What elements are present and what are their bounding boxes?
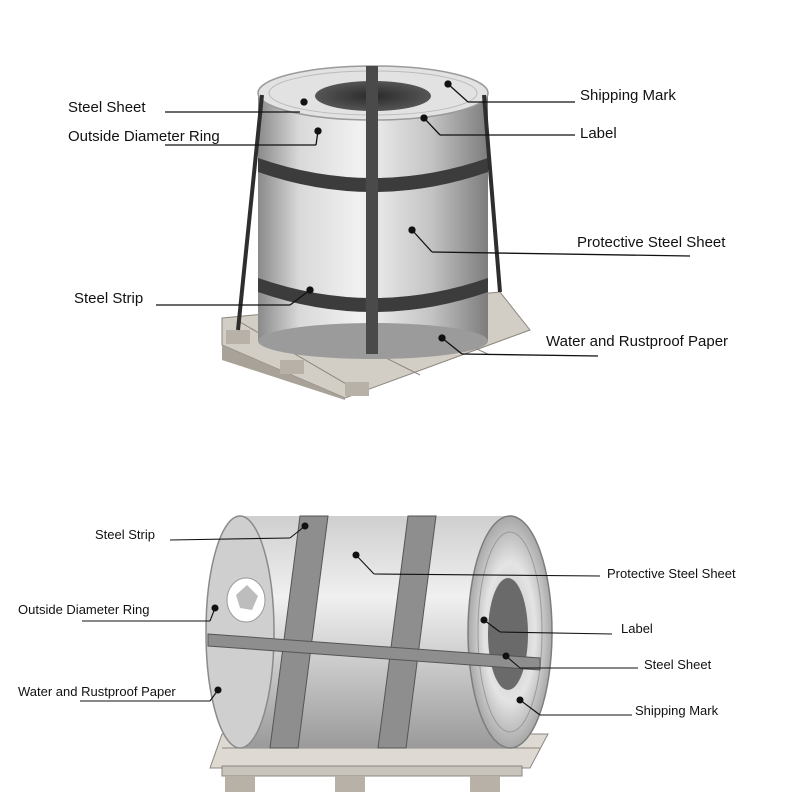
pointer-dot	[445, 81, 451, 87]
bottom-label-shipping-mark: Shipping Mark	[635, 703, 718, 718]
pointer-dot	[421, 115, 427, 121]
top-label-water-rustproof-paper: Water and Rustproof Paper	[546, 333, 728, 350]
pointer-dot	[301, 99, 307, 105]
top-label-outside-diameter-ring: Outside Diameter Ring	[68, 128, 220, 145]
pointer-dot	[307, 287, 313, 293]
top-coil	[238, 66, 500, 359]
pointer-dot	[215, 687, 221, 693]
bottom-label-protective-steel-sheet: Protective Steel Sheet	[607, 566, 736, 581]
pointer-dot	[503, 653, 509, 659]
top-label-steel-sheet: Steel Sheet	[68, 99, 146, 116]
top-label-protective-steel-sheet: Protective Steel Sheet	[577, 234, 725, 251]
pointer-dot	[439, 335, 445, 341]
pointer-dot	[212, 605, 218, 611]
top-coil-diagram	[222, 66, 530, 400]
top-label-label: Label	[580, 125, 617, 142]
pointer-dot	[409, 227, 415, 233]
bottom-label-steel-sheet: Steel Sheet	[644, 657, 711, 672]
bottom-label-water-rustproof-paper: Water and Rustproof Paper	[18, 684, 176, 699]
top-label-shipping-mark: Shipping Mark	[580, 87, 676, 104]
bottom-label-steel-strip: Steel Strip	[95, 527, 155, 542]
pointer-dot	[302, 523, 308, 529]
bottom-label-outside-diameter-ring: Outside Diameter Ring	[18, 602, 150, 617]
bottom-coil-diagram	[206, 516, 552, 792]
pointer-dot	[315, 128, 321, 134]
pointer-dot	[517, 697, 523, 703]
bottom-label-label: Label	[621, 621, 653, 636]
top-label-steel-strip: Steel Strip	[74, 290, 143, 307]
pointer-dot	[353, 552, 359, 558]
pointer-dot	[481, 617, 487, 623]
